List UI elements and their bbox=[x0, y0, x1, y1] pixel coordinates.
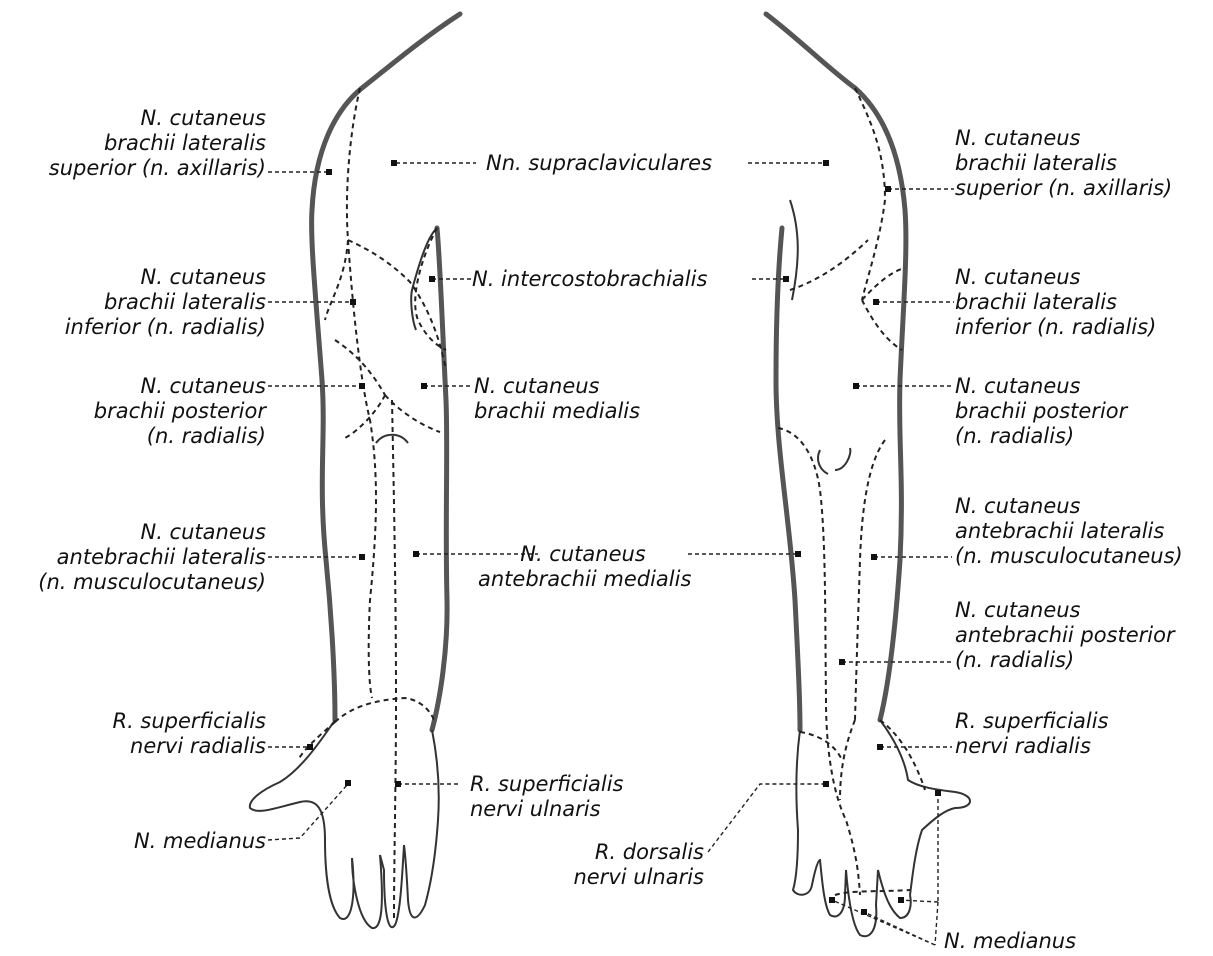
right-arm-outline-medial bbox=[766, 14, 906, 720]
left-arm-outline-lateral bbox=[312, 14, 460, 720]
right-arm-outline-lateral bbox=[776, 228, 800, 730]
left-hand-outline-medial bbox=[380, 730, 439, 927]
label-medianus-left: N. medianus bbox=[0, 829, 266, 854]
left-arm-outline-lateral-lower bbox=[250, 720, 382, 928]
label-medianus-right: N. medianus bbox=[944, 929, 1076, 954]
right-hand-outline-medial bbox=[793, 730, 911, 936]
label-supraclaviculares: Nn. supraclaviculares bbox=[486, 151, 712, 176]
left-arm-outline-medial bbox=[432, 228, 447, 730]
right-armpit bbox=[790, 200, 798, 300]
label-intercostobrachialis: N. intercostobrachialis bbox=[472, 267, 707, 292]
